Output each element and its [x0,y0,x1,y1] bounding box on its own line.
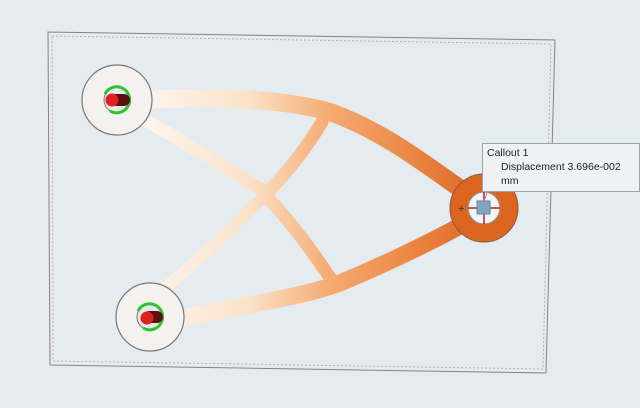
top-arm [136,89,471,199]
callout-title: Callout 1 [487,147,529,159]
diag-lower-left [154,189,271,298]
diag-lower-right [258,188,342,292]
callout-unit: mm [501,175,519,187]
sketch-plane-boundary [47,31,556,374]
diag-upper-left [138,113,272,199]
diag-upper-right [258,115,329,202]
callout-value: 3.696e-002 [567,161,621,173]
boss-bottom-left[interactable] [115,282,185,352]
bracket-part[interactable] [136,89,471,329]
fixture-icon [103,85,132,115]
callout-label: Displacement [501,161,565,173]
displacement-callout[interactable]: Callout 1 Displacement 3.696e-002 mm [482,143,640,192]
boss-top-left[interactable] [81,64,153,136]
probe-marker-icon [476,200,491,215]
svg-text:+: + [458,203,464,215]
fixture-icon [136,302,165,332]
sketch-plane-inner-dashed [51,35,552,370]
